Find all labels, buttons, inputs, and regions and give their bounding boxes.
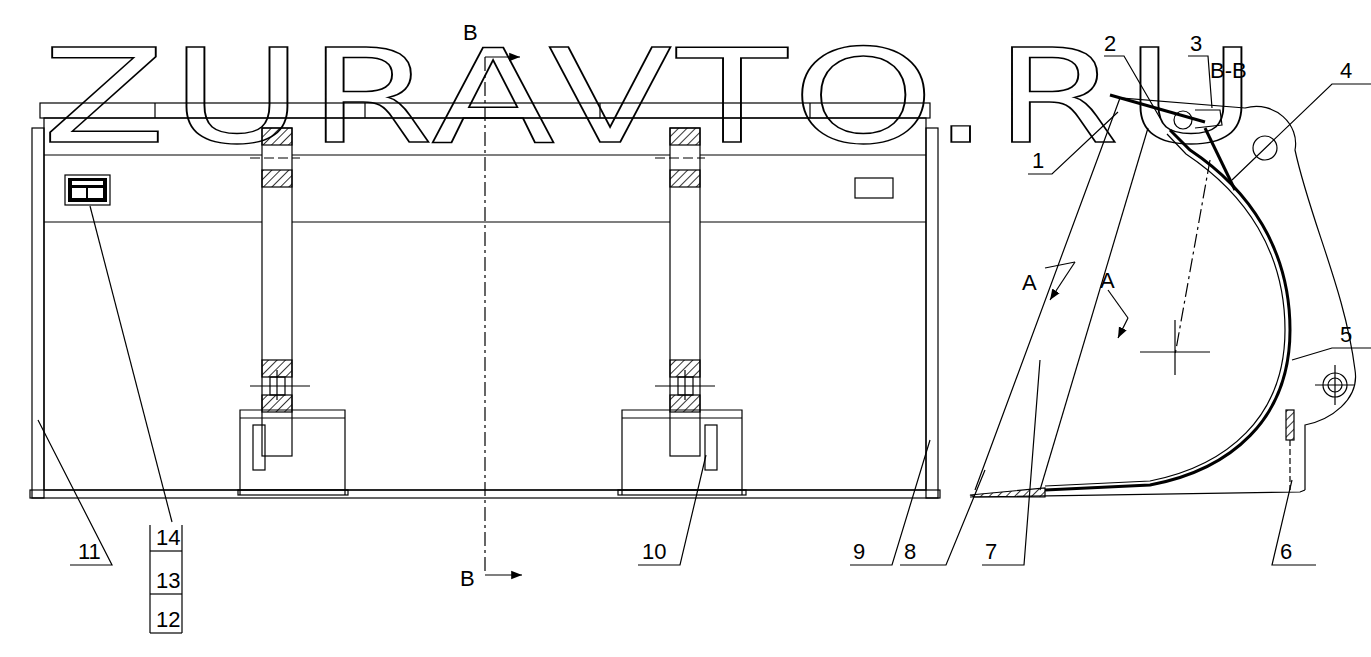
callout-number: 6 <box>1280 541 1292 563</box>
callout-number: 9 <box>853 541 865 563</box>
callout-number: 13 <box>156 570 180 592</box>
callout-number: 12 <box>156 609 180 631</box>
callout-number: 11 <box>78 541 101 563</box>
callout-number: 4 <box>1340 60 1352 82</box>
callout-number: 3 <box>1190 33 1202 55</box>
callout-number: 14 <box>156 527 180 549</box>
callout-number: B-B <box>1210 60 1247 82</box>
callout-number: B <box>463 22 478 44</box>
callout-number: 2 <box>1104 33 1116 55</box>
callout-number: 1 <box>1032 150 1044 172</box>
callout-number: 5 <box>1340 324 1352 346</box>
callout-number: 7 <box>985 541 997 563</box>
callout-number: A <box>1022 272 1037 294</box>
callout-number: A <box>1100 270 1115 292</box>
watermark: ZURAVTO.RU <box>42 32 1262 162</box>
callout-number: B <box>460 568 475 590</box>
callout-number: 10 <box>642 541 666 563</box>
callout-number: 8 <box>904 541 916 563</box>
